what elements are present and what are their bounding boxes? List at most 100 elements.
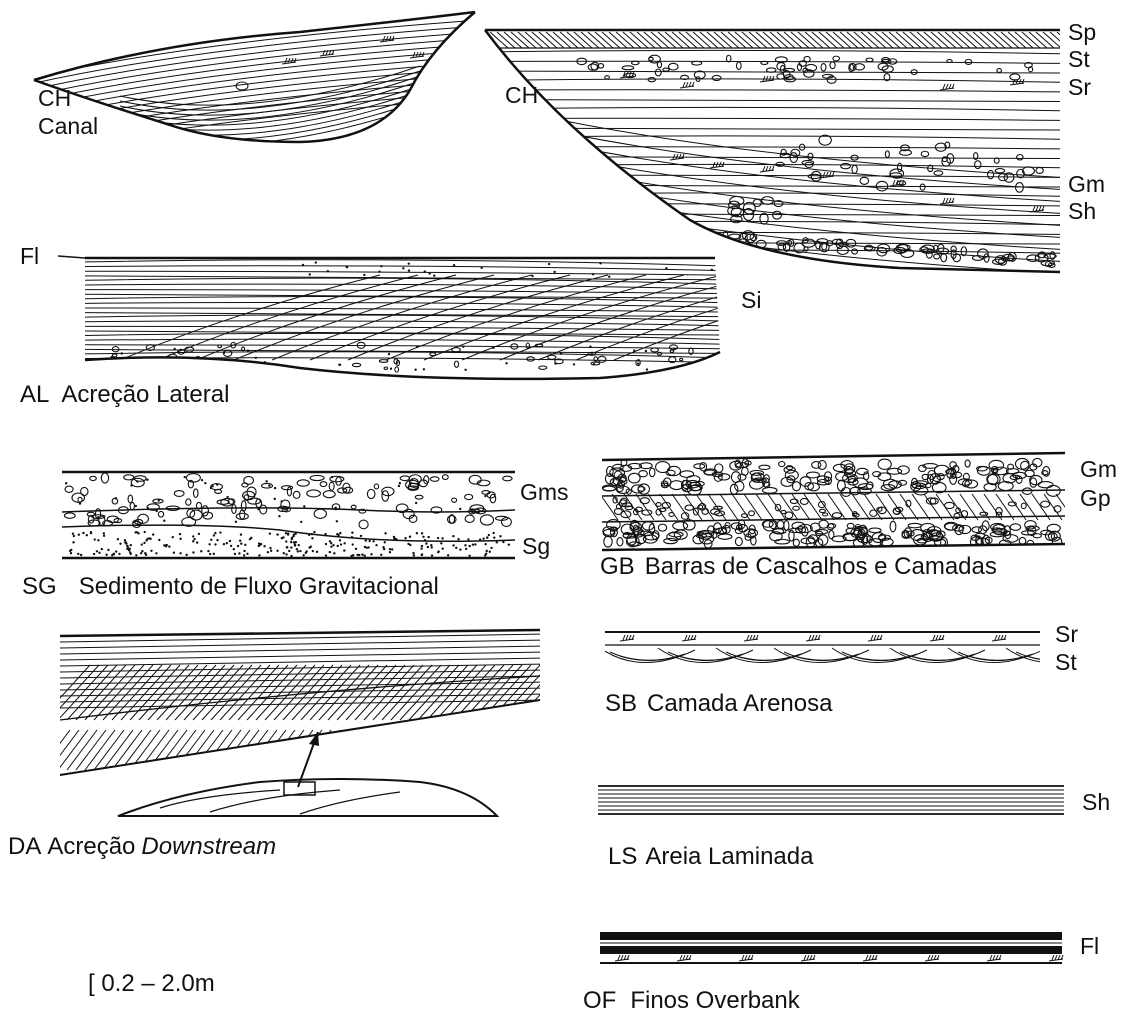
clast: [261, 483, 272, 488]
clast: [994, 158, 999, 163]
clast: [819, 509, 825, 512]
sand-grain: [143, 531, 145, 533]
lamina-line: [480, 214, 1070, 216]
clast: [866, 58, 873, 62]
clast: [997, 69, 1002, 73]
grain: [264, 365, 266, 367]
lamina-line: [80, 345, 725, 349]
clast: [465, 494, 473, 499]
sand-grain: [455, 547, 457, 549]
cross-bed-line: [49, 730, 79, 770]
clast: [680, 471, 694, 478]
al-laminae: [80, 260, 874, 372]
lamina-line: [80, 308, 725, 312]
sand-grain: [233, 548, 235, 550]
ripple-mark: [946, 198, 948, 203]
clast: [878, 459, 891, 469]
clast: [490, 494, 496, 502]
clast: [841, 488, 850, 497]
sg-clasts: [64, 473, 512, 557]
clast: [403, 509, 414, 518]
clast: [642, 522, 654, 530]
of-caption: OFFinos Overbank: [583, 987, 801, 1012]
clast: [526, 343, 529, 348]
clast: [841, 163, 851, 168]
sand-grain: [333, 552, 335, 554]
sand-grain: [244, 544, 246, 546]
sand-grain: [286, 546, 288, 548]
ripple-mark: [998, 635, 1000, 640]
grain: [531, 275, 533, 277]
clast: [359, 520, 368, 529]
sand-grain: [499, 535, 501, 537]
sand-grain: [337, 534, 339, 536]
cross-bed-line: [409, 730, 439, 770]
sand-grain: [135, 554, 137, 556]
cross-bed-line: [400, 730, 430, 770]
sand-grain: [482, 538, 484, 540]
cross-bed-line: [553, 730, 583, 770]
clast: [186, 474, 200, 483]
sand-grain: [430, 544, 432, 546]
clast: [190, 510, 202, 520]
ch-large-facies-gm: Gm: [1068, 171, 1105, 197]
sand-grain: [72, 541, 74, 543]
clast: [850, 487, 860, 495]
grain: [608, 275, 610, 277]
cross-bed-line: [346, 730, 376, 770]
lamina-line: [80, 326, 725, 330]
grain: [402, 267, 404, 269]
sand-grain: [70, 552, 72, 554]
grain: [65, 482, 67, 484]
sand-grain: [192, 551, 194, 553]
ripple-mark: [621, 955, 623, 960]
sand-grain: [440, 542, 442, 544]
ripple-mark: [323, 50, 325, 55]
sand-grain: [421, 554, 423, 556]
clast: [465, 515, 474, 522]
clast: [158, 511, 163, 517]
sand-grain: [420, 547, 422, 549]
sand-grain: [276, 533, 278, 535]
grain: [204, 482, 206, 484]
cross-bed-line: [490, 730, 520, 770]
grain: [484, 495, 486, 497]
sand-grain: [118, 553, 120, 555]
grain: [459, 508, 461, 510]
clast: [297, 480, 309, 486]
ripple-mark: [869, 955, 871, 960]
clast: [1010, 524, 1020, 530]
sand-grain: [285, 540, 287, 542]
grain: [599, 262, 601, 264]
sand-grain: [209, 553, 211, 555]
gb-facies-gm: Gm: [1080, 456, 1117, 482]
grain: [223, 352, 225, 354]
ripple-mark: [809, 635, 811, 640]
ch-large-hatching: [480, 32, 1096, 286]
sand-grain: [290, 546, 292, 548]
clast: [712, 75, 721, 80]
ch-large-facies-st: St: [1068, 46, 1090, 72]
sand-grain: [467, 538, 469, 540]
lamina-line: [480, 61, 1070, 63]
cross-bed-line: [40, 730, 70, 770]
lamina-line: [480, 118, 1070, 120]
clast: [908, 523, 921, 527]
sand-grain: [179, 533, 181, 535]
al-facies-fl: Fl: [20, 243, 39, 269]
sand-grain: [285, 553, 287, 555]
sand-grain: [431, 546, 433, 548]
clast: [219, 365, 225, 368]
sand-grain: [416, 532, 418, 534]
sand-grain: [389, 548, 391, 550]
sand-grain: [249, 538, 251, 540]
sand-grain: [316, 551, 318, 553]
cross-bed-line: [229, 730, 259, 770]
sand-grain: [214, 543, 216, 545]
grain: [315, 261, 317, 263]
cross-bed-line: [238, 730, 268, 770]
grain: [346, 266, 348, 268]
clast: [759, 465, 770, 469]
sand-grain: [493, 536, 495, 538]
